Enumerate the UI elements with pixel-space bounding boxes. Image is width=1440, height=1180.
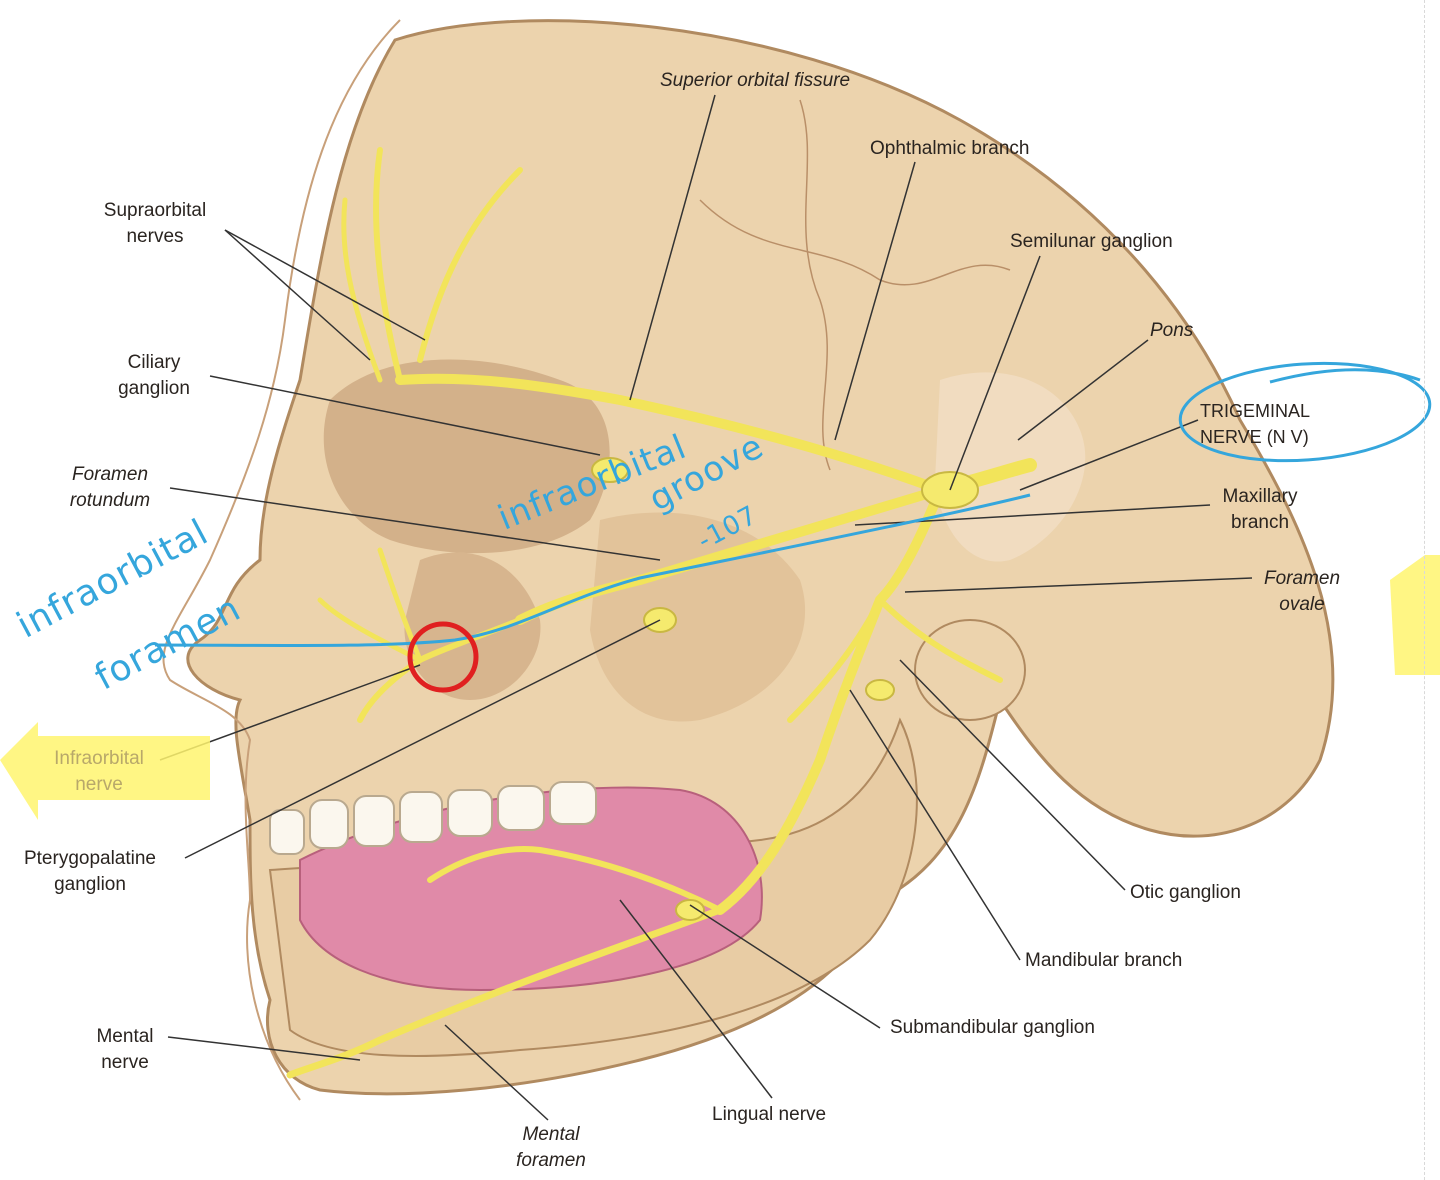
page-edge-divider: [1424, 0, 1440, 1180]
label-mental-nerve: Mental nerve: [96, 1026, 154, 1073]
label-ciliary-ganglion: Ciliary ganglion: [118, 352, 190, 399]
cheek-shape: [590, 512, 806, 722]
label-semilunar-ganglion: Semilunar ganglion: [1010, 231, 1173, 252]
label-otic-ganglion: Otic ganglion: [1130, 882, 1241, 903]
label-infraorbital-nerve: Infraorbital nerve: [54, 748, 144, 795]
face-outline: [162, 19, 401, 1101]
label-foramen-rotundum: Foramen rotundum: [69, 464, 151, 511]
label-pons: Pons: [1150, 320, 1194, 341]
label-mandibular-branch: Mandibular branch: [1025, 950, 1183, 971]
trigeminal-circle: [1178, 361, 1432, 463]
nasal-cavity: [404, 552, 541, 700]
condyle: [914, 619, 1026, 721]
label-submandibular-ganglion: Submandibular ganglion: [890, 1017, 1095, 1038]
label-mental-foramen: Mental foramen: [516, 1124, 586, 1171]
label-trigeminal-nerve: TRIGEMINAL NERVE (N V): [1200, 401, 1311, 447]
foramen-red-circle: [407, 621, 479, 693]
label-supraorbital-nerves: Supraorbital nerves: [103, 200, 207, 247]
ganglia: [591, 457, 979, 921]
label-foramen-ovale: Foramen ovale: [1263, 568, 1341, 615]
pointer-line: [154, 493, 1031, 648]
label-ophthalmic-branch: Ophthalmic branch: [870, 138, 1030, 159]
label-superior-orbital-fissure: Superior orbital fissure: [660, 70, 851, 91]
label-lingual-nerve: Lingual nerve: [712, 1104, 827, 1125]
orbit-shape: [323, 359, 610, 554]
blue-ink-marks: [154, 361, 1432, 648]
label-maxillary-branch: Maxillary branch: [1222, 486, 1298, 533]
highlighter-marks: [0, 555, 1440, 820]
upper-teeth: [269, 781, 597, 855]
label-pterygopalatine-ganglion: Pterygopalatine ganglion: [23, 848, 157, 895]
